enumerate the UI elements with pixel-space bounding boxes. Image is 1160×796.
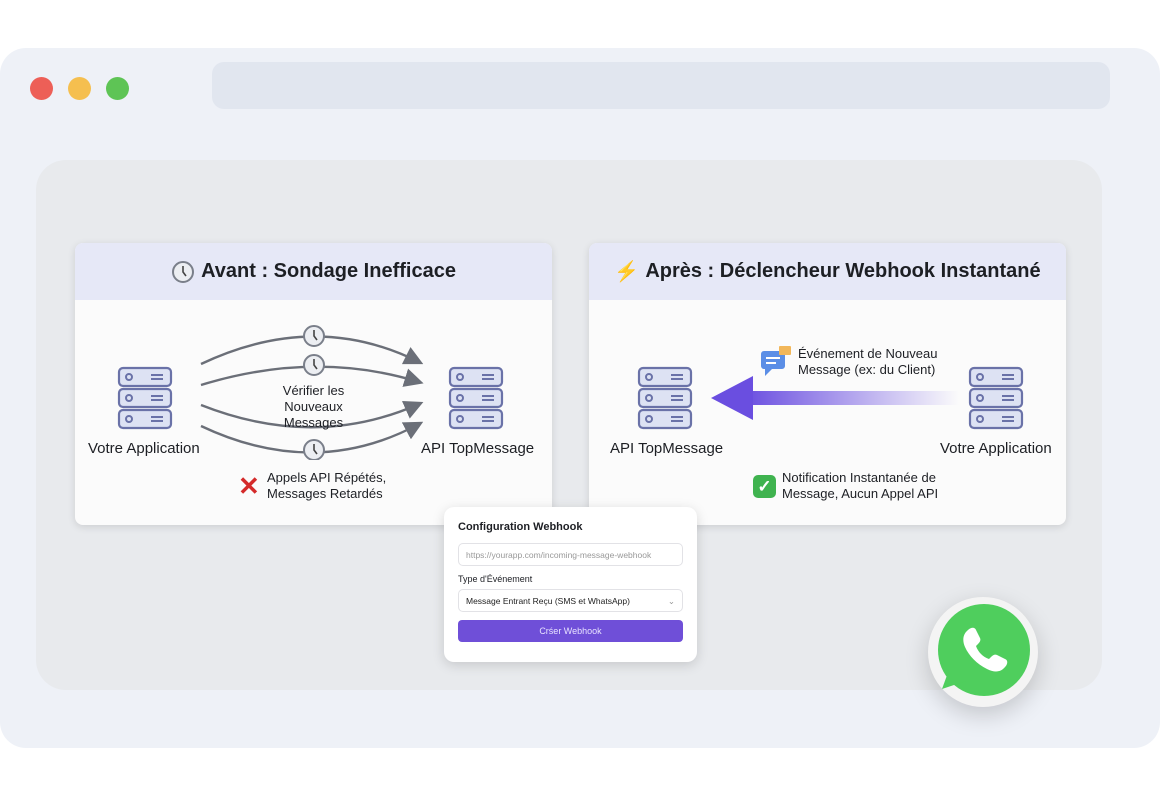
cross-icon: ✕	[238, 471, 260, 501]
polling-label-line: Vérifier les	[282, 383, 345, 398]
before-result: Appels API Répétés, Messages Retardés	[267, 470, 386, 502]
before-left-label: Votre Application	[88, 440, 200, 457]
address-bar[interactable]	[212, 62, 1110, 109]
check-icon: ✓	[753, 475, 776, 498]
event-type-value: Message Entrant Reçu (SMS et WhatsApp)	[466, 596, 630, 606]
after-card: ⚡ Après : Déclencheur Webhook Instantané…	[589, 243, 1066, 525]
close-button[interactable]	[30, 77, 53, 100]
after-right-label: Votre Application	[940, 440, 1052, 457]
before-right-label: API TopMessage	[421, 440, 535, 457]
after-left-label: API TopMessage	[610, 440, 724, 457]
clock-icon	[172, 260, 195, 283]
before-card: Avant : Sondage Inefficace Votre Applica…	[75, 243, 552, 525]
server-icon	[637, 366, 693, 430]
message-icon	[761, 346, 791, 376]
config-title: Configuration Webhook	[458, 521, 583, 533]
result-line: Messages Retardés	[267, 486, 383, 501]
result-line: Notification Instantanée de	[782, 470, 936, 485]
clock-icon	[303, 354, 325, 376]
event-type-label: Type d'Événement	[458, 574, 533, 584]
polling-arrows	[200, 325, 424, 460]
event-label: Événement de Nouveau Message (ex: du Cli…	[798, 346, 937, 378]
after-header: ⚡ Après : Déclencheur Webhook Instantané	[589, 243, 1066, 300]
lightning-icon: ⚡	[614, 261, 640, 283]
event-line: Message (ex: du Client)	[798, 362, 936, 377]
after-result: Notification Instantanée de Message, Auc…	[782, 470, 938, 502]
after-title: Après : Déclencheur Webhook Instantané	[645, 260, 1041, 282]
webhook-arrow	[711, 376, 959, 420]
clock-icon	[303, 439, 325, 460]
before-title: Avant : Sondage Inefficace	[201, 260, 456, 282]
whatsapp-badge	[928, 597, 1038, 707]
polling-label: Vérifier les Nouveaux Messages	[255, 383, 372, 431]
clock-icon	[303, 325, 325, 347]
event-line: Événement de Nouveau	[798, 346, 938, 361]
create-webhook-button[interactable]: Crśer Webhook	[458, 620, 683, 642]
event-type-select[interactable]: Message Entrant Reçu (SMS et WhatsApp) ⌄	[458, 589, 683, 612]
whatsapp-icon	[938, 604, 1030, 696]
server-icon	[968, 366, 1024, 430]
minimize-button[interactable]	[68, 77, 91, 100]
chevron-down-icon: ⌄	[667, 596, 675, 606]
webhook-config-panel: Configuration Webhook https://yourapp.co…	[444, 507, 697, 662]
result-line: Message, Aucun Appel API	[782, 486, 939, 501]
before-header: Avant : Sondage Inefficace	[75, 243, 552, 300]
polling-label-line: Nouveaux Messages	[283, 399, 344, 430]
webhook-url-input[interactable]: https://yourapp.com/incoming-message-web…	[458, 543, 683, 566]
result-line: Appels API Répétés,	[267, 470, 387, 485]
maximize-button[interactable]	[106, 77, 129, 100]
